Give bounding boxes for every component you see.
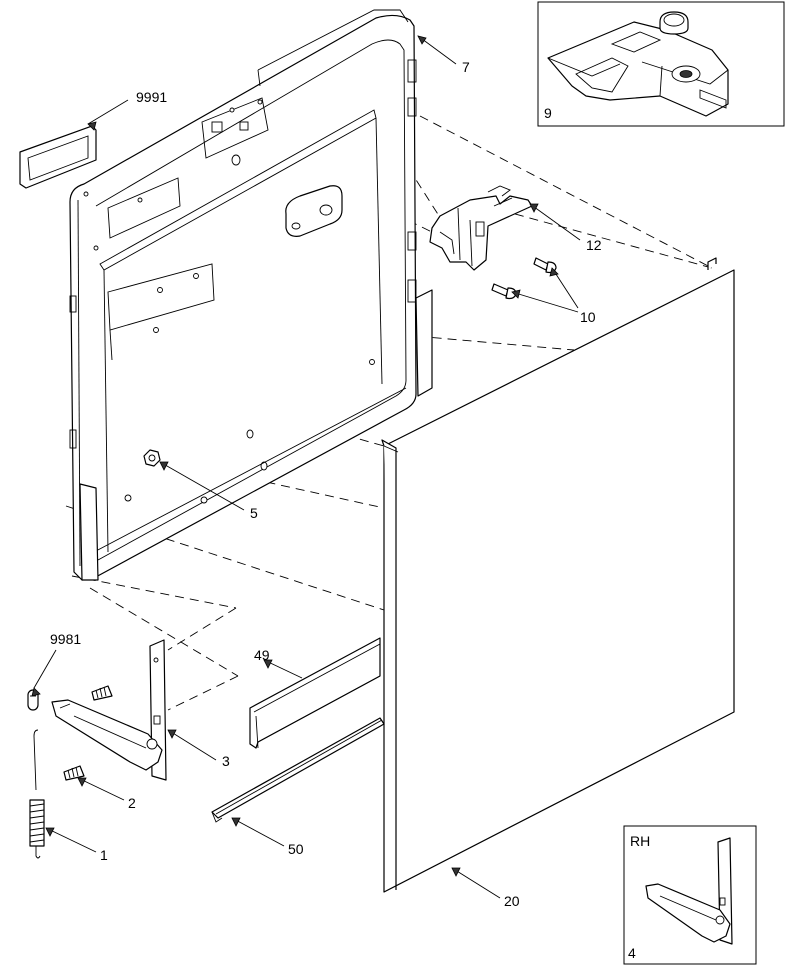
callout-9991: 9991 [136,89,167,105]
outer-door-panel [381,257,735,893]
callout-49: 49 [254,647,270,663]
callout-7: 7 [462,59,470,75]
latch-screws [491,257,557,300]
door-hinge-flanges [79,289,433,581]
callout-1: 1 [100,847,108,863]
dispenser-inset: 9 [537,1,785,127]
callout-2: 2 [128,795,136,811]
callout-4: 4 [628,945,636,961]
door-gasket [19,125,97,189]
inner-door-panel [69,9,417,581]
callout-5: 5 [250,505,258,521]
callout-50: 50 [288,841,304,857]
door-latch [429,185,533,271]
callout-9: 9 [544,105,552,121]
rh-hinge-inset: RH 4 [623,825,757,965]
leader-lines [31,35,581,899]
door-spring [29,729,45,859]
hinge-screws [63,685,113,781]
hinge-bracket [51,639,167,781]
callout-10: 10 [580,309,596,325]
callout-labels: 7 9991 12 10 5 9981 49 3 2 1 50 20 [50,59,602,909]
bottom-trim-strip [249,637,381,749]
callout-12: 12 [586,237,602,253]
callout-20: 20 [504,893,520,909]
rh-label: RH [630,833,650,849]
hex-nut [143,449,161,467]
callout-9981: 9981 [50,631,81,647]
callout-3: 3 [222,753,230,769]
door-seal-strip [211,717,385,823]
